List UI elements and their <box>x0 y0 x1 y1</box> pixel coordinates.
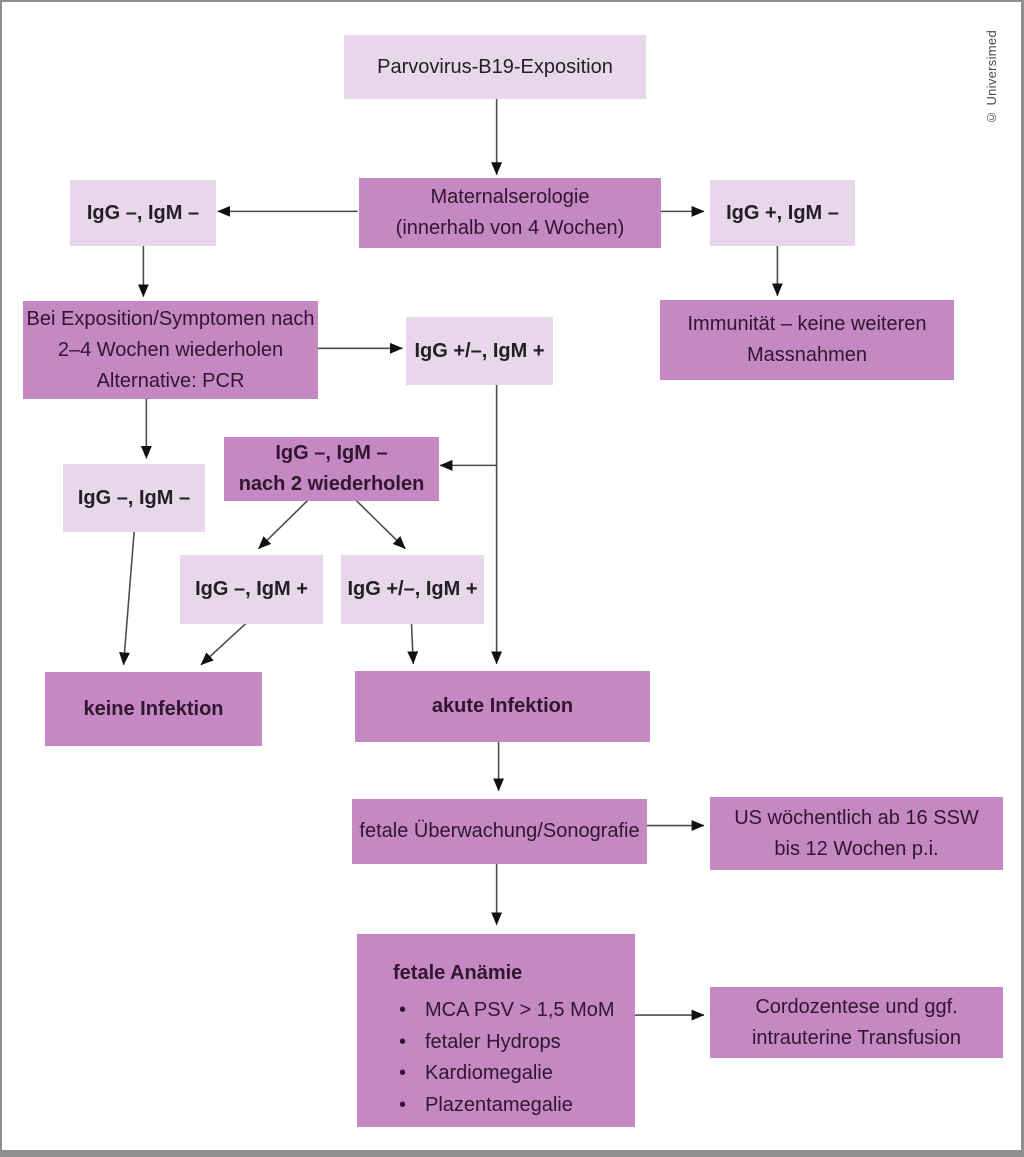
node-label: Alternative: PCR <box>96 369 245 392</box>
node-keine-infektion: keine Infektion <box>45 672 262 746</box>
node-label: US wöchentlich ab 16 SSW <box>734 806 979 829</box>
node-igg-neg-igm-neg-top: IgG –, IgM – <box>70 180 216 246</box>
node-label: Cordozentese und ggf. <box>755 995 958 1018</box>
node-label: Bei Exposition/Symptomen nach <box>26 307 315 330</box>
arrow-iggnegigmpos-to-keine <box>200 618 252 666</box>
node-maternalserologie: Maternalserologie (innerhalb von 4 Woche… <box>359 178 661 248</box>
node-label: 2–4 Wochen wiederholen <box>57 338 284 361</box>
list-item: Plazentamegalie <box>393 1090 615 1122</box>
node-label: (innerhalb von 4 Wochen) <box>395 217 625 239</box>
node-cordozentese: Cordozentese und ggf. intrauterine Trans… <box>710 987 1003 1058</box>
node-label: IgG +/–, IgM + <box>414 339 545 362</box>
node-igg-neg-igm-neg-2: IgG –, IgM – <box>63 464 205 532</box>
list-item: Kardiomegalie <box>393 1058 615 1090</box>
arrow-wiederholen-to-iggpm2 <box>352 496 406 550</box>
node-akute-infektion: akute Infektion <box>355 671 650 742</box>
node-label: bis 12 Wochen p.i. <box>774 837 939 860</box>
node-igg-neg-igm-pos: IgG –, IgM + <box>180 555 323 624</box>
list-item-label: Kardiomegalie <box>425 1062 553 1085</box>
node-label: intrauterine Transfusion <box>751 1026 961 1049</box>
node-label: Massnahmen <box>746 344 868 366</box>
node-label: Immunität – keine weiteren <box>687 313 927 335</box>
node-immunitaet: Immunität – keine weiteren Massnahmen <box>660 300 954 380</box>
symptom-list: MCA PSV > 1,5 MoM fetaler Hydrops Kardio… <box>393 995 615 1121</box>
node-label: IgG –, IgM – <box>275 442 388 464</box>
node-bei-exposition: Bei Exposition/Symptomen nach 2–4 Wochen… <box>23 301 318 399</box>
list-item: MCA PSV > 1,5 MoM <box>393 995 615 1027</box>
node-label: IgG –, IgM – <box>77 486 191 509</box>
copyright-label: © Universimed <box>984 30 999 125</box>
node-parvovirus-exposition: Parvovirus-B19-Exposition <box>344 35 646 99</box>
node-label: keine Infektion <box>83 697 224 720</box>
arrow-iggpm2-to-akute <box>407 619 419 665</box>
node-fetale-anaemie: fetale Anämie MCA PSV > 1,5 MoM fetaler … <box>357 934 635 1127</box>
node-label: IgG +/–, IgM + <box>347 578 478 600</box>
node-label: fetale Überwachung/Sonografie <box>359 820 640 842</box>
node-igg-pos-igm-neg: IgG +, IgM – <box>710 180 855 246</box>
node-title: fetale Anämie <box>393 962 523 984</box>
node-igg-neg-wiederholen: IgG –, IgM – nach 2 wiederholen <box>224 437 439 501</box>
node-label: IgG –, IgM + <box>195 578 308 600</box>
node-label: akute Infektion <box>431 695 574 717</box>
arrow-iggneg2-to-keine <box>119 527 136 666</box>
arrow-wiederholen-to-iggnegigmpos <box>257 496 312 550</box>
node-label: nach 2 wiederholen <box>238 473 425 495</box>
node-us-woechentlich: US wöchentlich ab 16 SSW bis 12 Wochen p… <box>710 797 1003 870</box>
node-fetale-ueberwachung: fetale Überwachung/Sonografie <box>352 799 647 864</box>
node-label: IgG –, IgM – <box>86 201 200 224</box>
node-label: Maternalserologie <box>430 186 590 208</box>
node-igg-pm-igm-pos-mid: IgG +/–, IgM + <box>406 317 553 385</box>
node-label: IgG +, IgM – <box>726 201 839 224</box>
node-igg-pm-igm-pos-2: IgG +/–, IgM + <box>341 555 484 624</box>
list-item-label: MCA PSV > 1,5 MoM <box>425 999 615 1021</box>
node-label: Parvovirus-B19-Exposition <box>377 55 613 78</box>
list-item: fetaler Hydrops <box>393 1027 615 1059</box>
list-item-label: Plazentamegalie <box>425 1093 573 1116</box>
list-item-label: fetaler Hydrops <box>425 1030 561 1053</box>
